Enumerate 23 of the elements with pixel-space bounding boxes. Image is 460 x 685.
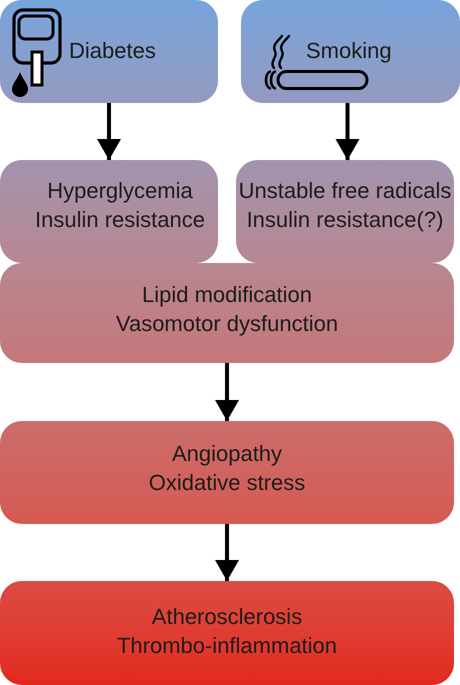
node-text: Angiopathy — [172, 440, 282, 468]
node-text: Unstable free radicals — [238, 176, 452, 204]
process-box — [0, 263, 454, 363]
arrow — [336, 103, 360, 160]
process-box — [0, 421, 454, 524]
process-box — [0, 581, 454, 685]
node-text: Oxidative stress — [148, 468, 306, 496]
process-box — [241, 0, 460, 103]
node-text: Vasomotor dysfunction — [116, 310, 338, 338]
node-text: Atherosclerosis — [152, 603, 302, 631]
arrow — [215, 363, 239, 421]
process-box — [236, 160, 454, 263]
node-text: Smoking — [306, 36, 392, 64]
arrow — [215, 524, 239, 581]
node-text: Thrombo-inflammation — [116, 632, 338, 660]
arrow — [97, 103, 121, 160]
process-box — [0, 160, 218, 263]
node-text: Insulin resistance(?) — [246, 206, 444, 234]
node-text: Insulin resistance — [35, 206, 205, 234]
process-box — [0, 0, 218, 103]
node-text: Hyperglycemia — [47, 176, 193, 204]
node-text: Lipid modification — [142, 281, 312, 309]
node-text: Diabetes — [69, 36, 156, 64]
